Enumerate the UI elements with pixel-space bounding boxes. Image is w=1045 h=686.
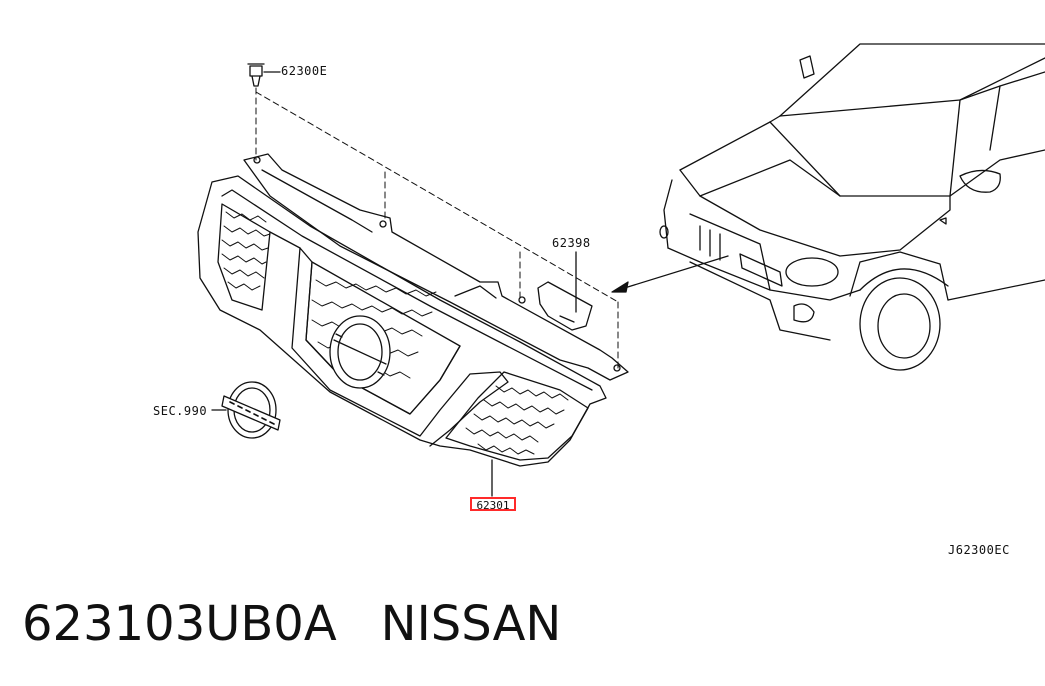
dashed-guides bbox=[255, 87, 619, 369]
locator-arrow bbox=[611, 255, 729, 293]
diagram-code: J62300EC bbox=[948, 543, 1010, 557]
front-grille bbox=[197, 175, 607, 497]
part-number: 623103UB0A bbox=[22, 596, 337, 652]
clip-fastener bbox=[247, 63, 281, 87]
emblem bbox=[211, 381, 281, 439]
vehicle-outline bbox=[659, 43, 1045, 371]
callout-clip-62300e: 62300E bbox=[281, 64, 328, 78]
part-title: 623103UB0A NISSAN bbox=[22, 596, 561, 652]
upper-bracket bbox=[243, 153, 629, 381]
callout-emblem-sec990: SEC.990 bbox=[153, 404, 208, 418]
callout-grille-62301-highlighted: 62301 bbox=[470, 497, 516, 512]
callout-bracket-62398: 62398 bbox=[552, 236, 591, 250]
brand-name: NISSAN bbox=[380, 596, 562, 652]
small-bracket bbox=[537, 251, 593, 331]
parts-diagram bbox=[197, 43, 1045, 497]
